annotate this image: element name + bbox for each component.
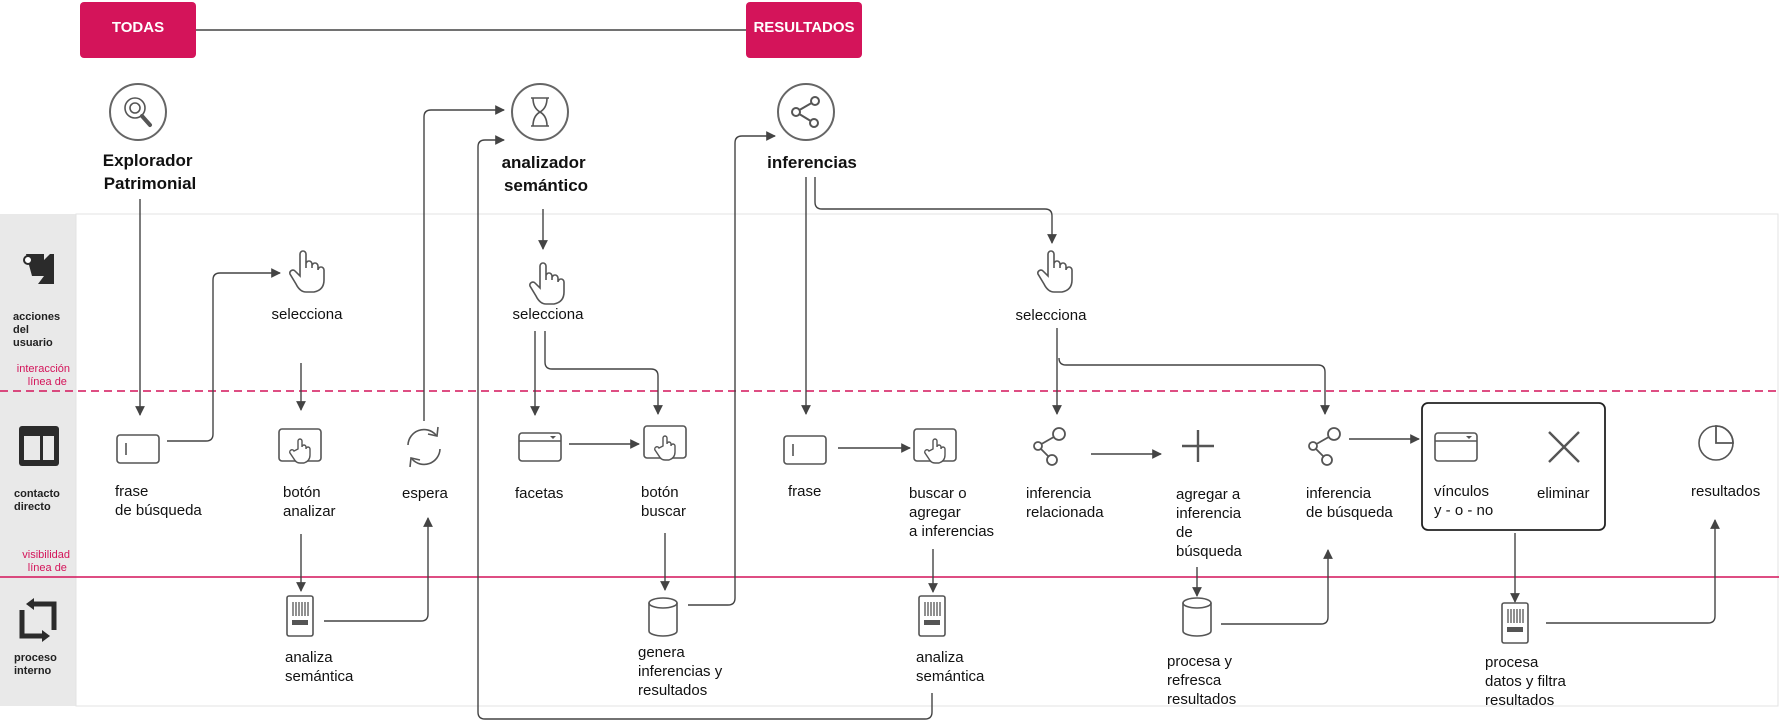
step-resultados: resultados: [1691, 483, 1760, 500]
hand-pointer-icon: [1037, 250, 1073, 293]
barcode-icon: [1501, 602, 1529, 644]
step-agregar-inferencia: agregar a inferencia de búsqueda: [1176, 486, 1245, 560]
share-icon[interactable]: [777, 83, 835, 141]
user-action-icon: [23, 254, 54, 284]
step-boton-buscar: botón buscar: [641, 484, 686, 520]
step-procesa-filtra: procesa datos y filtra resultados: [1485, 654, 1570, 709]
dropdown-icon[interactable]: [518, 432, 562, 462]
database-icon: [1182, 597, 1212, 637]
filter-options-box: [1421, 402, 1606, 531]
input-field-icon[interactable]: [783, 435, 827, 465]
touchpoint-explorador: Explorador Patrimonial: [103, 151, 197, 193]
todas-tab[interactable]: TODAS: [80, 2, 196, 58]
step-facetas: facetas: [515, 485, 563, 502]
lane-label-interaccion: línea de interacción: [17, 363, 70, 388]
step-espera: espera: [402, 485, 449, 502]
step-genera-inferencias: genera inferencias y resultados: [638, 644, 726, 699]
button-press-icon[interactable]: [278, 428, 322, 464]
step-inferencia-relacionada: inferencia relacionada: [1026, 485, 1104, 521]
step-analiza-semantica-1: analiza semántica: [285, 649, 354, 685]
flow-arrows: [135, 105, 1720, 720]
resultados-tab[interactable]: RESULTADOS: [746, 2, 862, 58]
step-vinculos: vínculos y - o - no: [1434, 483, 1493, 519]
layout-icon: [19, 426, 59, 466]
step-selecciona-1: selecciona: [272, 306, 344, 323]
database-icon: [648, 597, 678, 637]
hand-pointer-icon: [529, 262, 565, 305]
lane-label-visibilidad: línea de visibilidad: [22, 549, 70, 574]
step-inferencia-busqueda: inferencia de búsqueda: [1306, 485, 1393, 521]
step-frase-busqueda: frase de búsqueda: [115, 483, 202, 519]
step-boton-analizar: botón analizar: [283, 484, 336, 520]
barcode-icon: [918, 595, 946, 637]
step-frase: frase: [788, 483, 821, 500]
step-procesa-refresca: procesa y refresca resultados: [1167, 653, 1236, 708]
todas-label: TODAS: [112, 19, 164, 36]
node-link-icon[interactable]: [1033, 427, 1066, 466]
search-icon[interactable]: [109, 83, 167, 141]
node-link-icon[interactable]: [1308, 427, 1341, 466]
diagram-frame: [75, 213, 1779, 707]
step-selecciona-3: selecciona: [1016, 307, 1088, 324]
dropdown-icon[interactable]: [1434, 432, 1478, 462]
touchpoint-inferencias: inferencias: [767, 153, 857, 172]
pie-chart-icon[interactable]: [1698, 425, 1734, 461]
plus-icon[interactable]: [1182, 430, 1214, 462]
hand-pointer-icon: [289, 250, 325, 293]
cycle-icon: [19, 598, 57, 642]
step-analiza-semantica-2: analiza semántica: [916, 649, 985, 685]
button-press-icon[interactable]: [913, 428, 957, 464]
barcode-icon: [286, 595, 314, 637]
lane-label-acciones: acciones del usuario: [13, 311, 63, 349]
button-press-icon[interactable]: [643, 425, 687, 461]
lane-label-proceso: proceso interno: [14, 652, 60, 677]
step-eliminar: eliminar: [1537, 485, 1590, 502]
hourglass-icon[interactable]: [511, 83, 569, 141]
step-buscar-agregar: buscar o agregar a inferencias: [909, 485, 994, 540]
input-field-icon[interactable]: [116, 434, 160, 464]
lane-label-contacto: contacto directo: [14, 488, 63, 513]
close-icon[interactable]: [1548, 431, 1580, 463]
resultados-label: RESULTADOS: [753, 19, 854, 36]
refresh-icon: [407, 426, 441, 468]
step-selecciona-2: selecciona: [513, 306, 585, 323]
touchpoint-analizador: analizador semántico: [502, 153, 591, 195]
